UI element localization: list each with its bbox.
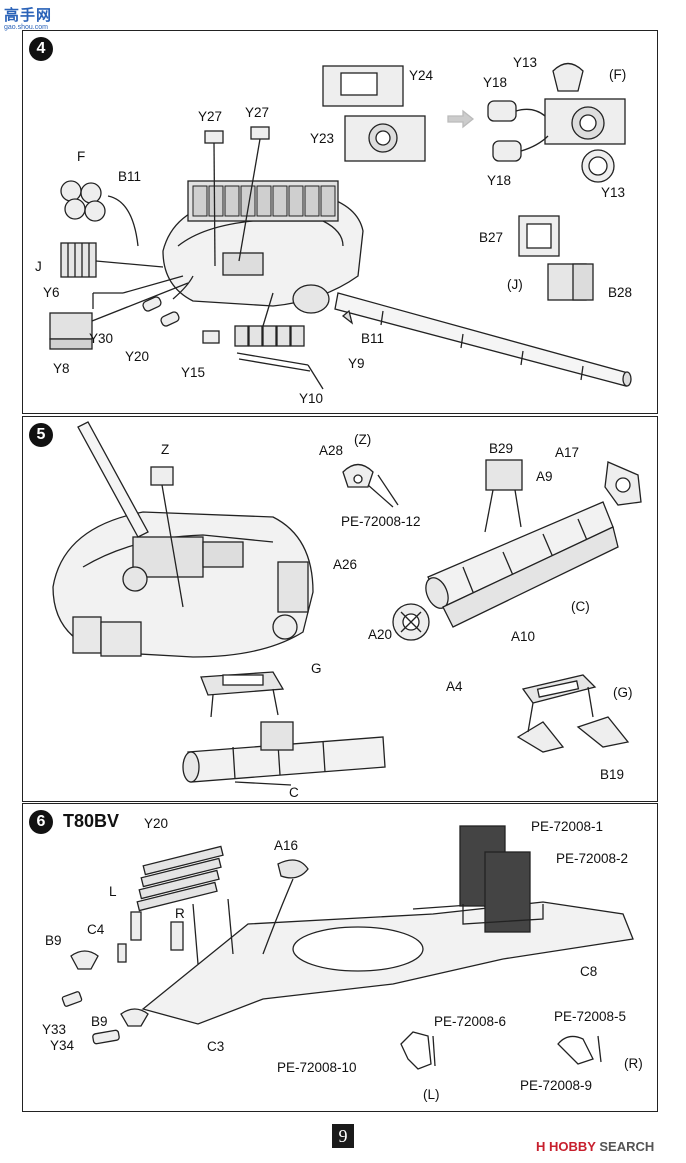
label-y20: Y20 (125, 349, 150, 364)
label-b11b: B11 (361, 331, 385, 346)
label-y18b: Y18 (487, 173, 512, 188)
label-y27b: Y27 (245, 105, 270, 120)
watermark-logo-icon: H (536, 1139, 546, 1154)
label-y8: Y8 (53, 361, 70, 376)
label-z: Z (161, 442, 170, 457)
label-y15: Y15 (181, 365, 206, 380)
label-a4: A4 (446, 679, 463, 694)
label-c4: C4 (87, 922, 105, 937)
label-b19: B19 (600, 767, 625, 782)
label-a26: A26 (333, 557, 358, 572)
label-a16: A16 (274, 838, 299, 853)
label-b9b: B9 (91, 1014, 108, 1029)
label-a28: A28 (319, 443, 344, 458)
label-b11a: B11 (118, 169, 142, 184)
label-j-group: (J) (507, 277, 523, 292)
label-b9a: B9 (45, 933, 62, 948)
label-y20: Y20 (144, 816, 169, 831)
label-c: C (289, 785, 299, 800)
label-y27a: Y27 (198, 109, 223, 124)
label-y30: Y30 (89, 331, 114, 346)
step-4-panel: 4 (22, 30, 658, 414)
label-y10: Y10 (299, 391, 324, 406)
step-5-panel: 5 (22, 416, 658, 802)
label-y13b: Y13 (601, 185, 626, 200)
label-c3: C3 (207, 1039, 225, 1054)
hull-top-drawing (61, 825, 634, 1070)
step-number-badge: 6 (29, 810, 53, 834)
label-y6: Y6 (43, 285, 60, 300)
label-l-group: (L) (423, 1087, 440, 1102)
turret-assembly-drawing (49, 62, 632, 390)
label-y23: Y23 (310, 131, 335, 146)
label-pe5: PE-72008-5 (554, 1009, 627, 1024)
label-z-group: (Z) (354, 432, 372, 447)
label-pe1: PE-72008-1 (531, 819, 604, 834)
label-a9: A9 (536, 469, 553, 484)
label-j: J (35, 259, 42, 274)
label-b27: B27 (479, 230, 504, 245)
label-y33: Y33 (42, 1022, 67, 1037)
label-c-group: (C) (571, 599, 590, 614)
label-r-group: (R) (624, 1056, 643, 1071)
label-pe10: PE-72008-10 (277, 1060, 357, 1075)
step-number-badge: 5 (29, 423, 53, 447)
watermark-text-hobby: HOBBY (549, 1139, 596, 1154)
label-y18a: Y18 (483, 75, 508, 90)
step-6-panel: 6 T80BV (22, 803, 658, 1112)
hobbysearch-watermark: H HOBBY SEARCH (536, 1139, 654, 1154)
turret-rear-drawing (52, 421, 642, 786)
label-y34: Y34 (50, 1038, 75, 1053)
label-g: G (311, 661, 322, 676)
label-r: R (175, 906, 185, 921)
label-y13a: Y13 (513, 55, 538, 70)
label-f-group: (F) (609, 67, 627, 82)
label-pe9: PE-72008-9 (520, 1078, 593, 1093)
label-b28: B28 (608, 285, 633, 300)
page-number: 9 (332, 1124, 354, 1148)
label-g-group: (G) (613, 685, 633, 700)
step-number-badge: 4 (29, 37, 53, 61)
label-c8: C8 (580, 964, 598, 979)
watermark-text-search: SEARCH (599, 1139, 655, 1154)
label-y9: Y9 (348, 356, 365, 371)
label-y24: Y24 (409, 68, 434, 83)
label-a20: A20 (368, 627, 393, 642)
variant-title: T80BV (63, 811, 120, 831)
label-a17: A17 (555, 445, 580, 460)
label-a10: A10 (511, 629, 536, 644)
label-pe2: PE-72008-2 (556, 851, 629, 866)
label-pe12: PE-72008-12 (341, 514, 421, 529)
watermark-url: gao.shou.com (4, 24, 48, 31)
label-l: L (109, 884, 117, 899)
label-f: F (77, 149, 86, 164)
label-b29: B29 (489, 441, 514, 456)
site-watermark: 高手网 gao.shou.com (4, 4, 52, 31)
label-pe6: PE-72008-6 (434, 1014, 507, 1029)
watermark-brand: 高手网 (4, 7, 53, 24)
